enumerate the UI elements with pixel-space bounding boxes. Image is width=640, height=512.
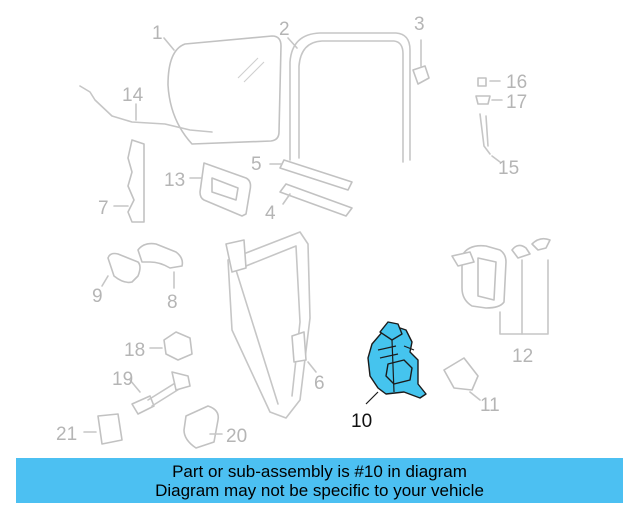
label-3: 3 (414, 14, 425, 35)
label-17: 17 (506, 92, 527, 113)
part-21-clip[interactable] (83, 413, 123, 445)
label-2: 2 (279, 19, 290, 40)
part-9-inside-handle[interactable] (101, 252, 141, 287)
banner-line-1: Part or sub-assembly is #10 in diagram (172, 462, 467, 481)
label-12: 12 (512, 346, 533, 367)
label-13: 13 (164, 170, 185, 191)
part-3-clip[interactable] (412, 39, 430, 85)
part-13-handle-bezel[interactable] (189, 162, 252, 217)
label-9: 9 (92, 286, 103, 307)
part-14-rod[interactable] (79, 85, 213, 133)
part-7-bracket[interactable] (113, 139, 145, 223)
part-10-door-lock-highlighted[interactable] (365, 321, 427, 405)
exploded-parts-diagram: 1 2 3 16 17 15 14 5 13 4 7 9 8 6 12 18 1… (56, 14, 551, 449)
part-16-screw[interactable] (477, 77, 501, 87)
part-1-door-glass[interactable] (163, 35, 282, 145)
label-8: 8 (167, 292, 178, 313)
label-19: 19 (112, 369, 133, 390)
part-15-rod[interactable] (479, 113, 501, 163)
part-12-lock-cylinder[interactable] (451, 237, 551, 335)
part-8-outside-handle[interactable] (137, 242, 184, 289)
banner-line-2: Diagram may not be specific to your vehi… (155, 481, 484, 500)
label-4: 4 (265, 203, 276, 224)
part-18-hinge[interactable] (149, 331, 193, 361)
part-11-striker[interactable] (443, 357, 481, 401)
part-19-door-check[interactable] (129, 371, 191, 415)
label-16: 16 (506, 72, 527, 93)
label-14: 14 (122, 85, 144, 106)
part-20-bracket[interactable] (183, 405, 223, 449)
part-4-weatherstrip[interactable] (279, 183, 353, 217)
label-7: 7 (98, 198, 109, 219)
label-20: 20 (226, 426, 247, 447)
part-2-run-channel[interactable] (287, 32, 411, 163)
part-6-window-regulator[interactable] (225, 231, 317, 419)
label-5: 5 (251, 154, 262, 175)
label-6: 6 (314, 373, 325, 394)
label-21: 21 (56, 424, 77, 445)
label-1: 1 (152, 23, 163, 44)
label-10: 10 (351, 411, 372, 432)
label-15: 15 (498, 158, 519, 179)
info-banner: Part or sub-assembly is #10 in diagram D… (16, 458, 623, 503)
part-17-clip[interactable] (475, 95, 503, 105)
label-18: 18 (124, 340, 145, 361)
label-11: 11 (480, 395, 500, 416)
part-5-weatherstrip[interactable] (269, 159, 353, 191)
